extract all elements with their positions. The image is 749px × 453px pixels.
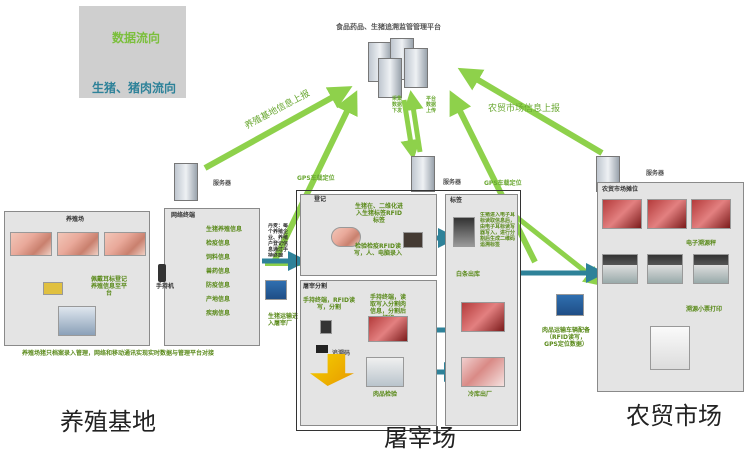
scanner-photo — [453, 217, 475, 247]
farm-network-desc: 丹麦：每个养殖企业、养殖户登记信息通过手持终端PDA+互联网实时上传 — [268, 223, 289, 257]
tagging-photo — [403, 232, 423, 248]
network-item: 生猪养殖信息 — [206, 226, 243, 233]
gps-right-arrow — [449, 90, 538, 264]
handheld-reader-icon — [158, 264, 166, 282]
pig-photo — [57, 232, 99, 256]
handheld-reader-label: 手持机 — [156, 283, 175, 290]
split-text-1: 手持终端，RFID读写，分割 — [303, 297, 355, 311]
stall-photo — [602, 199, 642, 229]
registration-title: 登记 — [314, 196, 327, 203]
platform-server-cluster — [360, 36, 430, 98]
farm-report-arrow — [203, 86, 353, 171]
network-item: 检疫信息 — [206, 240, 231, 247]
ear-tag-photo — [43, 282, 63, 295]
pig-photo — [331, 227, 361, 247]
carcass-text: 白条出库 — [456, 271, 481, 278]
platform-title: 食品药品、生猪追溯监管管理平台 — [336, 23, 441, 31]
server-icon — [404, 48, 428, 88]
legend-box — [79, 6, 186, 98]
mark-text: 生猪进入电子耳标读取信息后，由电子耳标读写器写入，进行分割后生成二维码追溯标签 — [480, 212, 516, 248]
network-item: 饲料信息 — [206, 254, 231, 261]
network-item: 疾病信息 — [206, 310, 231, 317]
farm-box-title: 养殖场 — [66, 216, 85, 223]
stall-photo — [647, 199, 687, 229]
network-item: 防疫信息 — [206, 282, 231, 289]
gps-left-arrow — [271, 90, 358, 264]
split-photo — [368, 316, 408, 342]
trace-code-text: 追溯码 — [332, 350, 351, 357]
section-farm-title: 养殖基地 — [60, 408, 156, 436]
farm-bottom-note: 养殖场猪只档案录入管理，网络和移动通讯实现实时数据与管理平台对接 — [22, 350, 215, 357]
scale-text: 电子溯源秤 — [686, 240, 717, 247]
gps-right-label: GPS车载定位 — [484, 180, 522, 187]
farmers-photo — [58, 306, 96, 336]
cursor-icon — [316, 345, 328, 353]
handheld-photo — [320, 320, 332, 334]
server-mid-sync-arrow-down — [400, 99, 421, 160]
farm-network-panel — [164, 208, 260, 346]
network-title: 网络终端 — [171, 212, 196, 219]
server-left-label: 服务器 — [213, 180, 232, 187]
legend-pork-flow-label: 生猪、猪肉流向 — [92, 81, 177, 95]
gps-left-label: GPS车载定位 — [297, 175, 335, 182]
registration-text: 生猪在、二维化进入生猪标签RFID标签 — [354, 203, 403, 224]
carcass-photo — [461, 302, 505, 332]
pork-transport-label: 肉品运输车辆配备（RFID读写，GPS定位数据） — [541, 327, 590, 348]
pig-to-slaughter-label: 生猪运输进入屠宰厂 — [268, 313, 299, 327]
legend-data-flow-label: 数据流向 — [112, 31, 161, 45]
section-slaughter-title: 屠宰场 — [384, 424, 456, 452]
sync-up-label: 平台数据上传 — [426, 96, 437, 114]
scale-photo — [647, 254, 683, 284]
split-title: 屠宰分割 — [303, 283, 328, 290]
split-panel — [300, 280, 437, 426]
sync-down-label: 采集数据下发 — [392, 96, 403, 114]
pig-photo — [104, 232, 146, 256]
lab-photo — [366, 357, 404, 387]
ear-tag-note: 佩戴耳标登记养殖信息至平台 — [90, 276, 127, 297]
server-icon — [378, 58, 402, 98]
server-mid-label: 服务器 — [443, 179, 462, 186]
stall-photo — [691, 199, 731, 229]
ticket-text: 溯源小票打印 — [686, 306, 723, 313]
cold-store-photo — [461, 357, 505, 387]
mark-title: 标签 — [450, 197, 463, 204]
server-left-icon — [174, 163, 198, 201]
cold-store-text: 冷库出厂 — [468, 391, 493, 398]
server-right-label: 服务器 — [646, 170, 665, 177]
server-mid-icon — [411, 156, 435, 192]
pig-truck-photo — [265, 280, 287, 300]
network-item: 兽药信息 — [206, 268, 231, 275]
network-item: 产地信息 — [206, 296, 231, 303]
scale-photo — [693, 254, 729, 284]
scale-photo — [602, 254, 638, 284]
market-report-arrow — [457, 67, 604, 156]
market-report-label: 农贸市场信息上报 — [488, 104, 561, 114]
lab-text: 肉品检验 — [373, 391, 398, 398]
pork-truck-photo — [556, 294, 584, 316]
network-item-list: 生猪养殖信息 检疫信息 饲料信息 兽药信息 防疫信息 产地信息 疾病信息 — [206, 226, 256, 324]
section-market-title: 农贸市场 — [626, 402, 722, 430]
pig-photo — [10, 232, 52, 256]
ticket-photo — [650, 326, 690, 370]
check-text: 检验检疫RFID读写，人、电脑录入 — [354, 243, 403, 257]
market-box-title: 农贸市场摊位 — [602, 186, 639, 193]
slaughter-frame — [296, 190, 521, 431]
